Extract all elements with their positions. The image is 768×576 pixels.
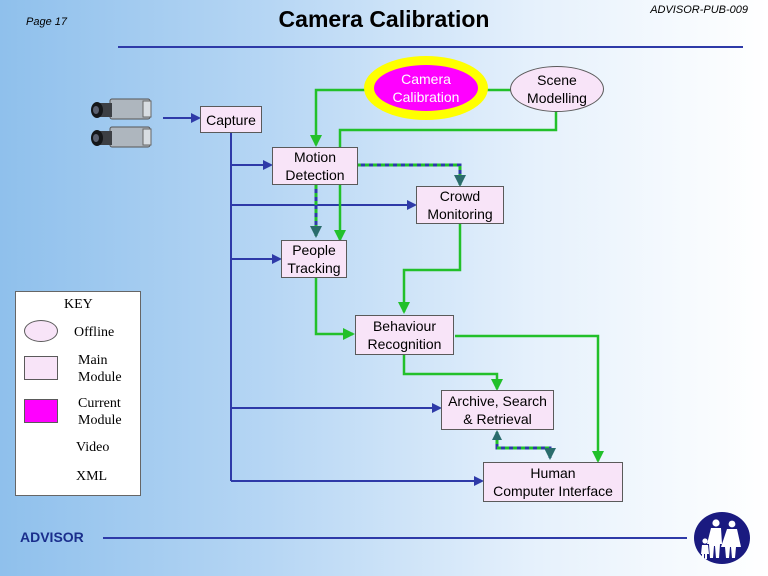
key-current-module-label: Current Module	[78, 396, 122, 428]
crowd-monitoring-node: Crowd Monitoring	[416, 186, 504, 224]
document-reference: ADVISOR-PUB-009	[650, 4, 748, 16]
xml-behaviour-to-archive	[402, 354, 503, 391]
xml-behaviour-to-hci	[455, 334, 604, 463]
footer-advisor-label: ADVISOR	[20, 529, 84, 545]
key-offline-label: Offline	[74, 325, 115, 340]
key-offline-swatch	[24, 320, 58, 342]
key-main-module-label: Main Module	[78, 353, 122, 385]
page-number: Page 17	[26, 16, 67, 28]
archive-search-retrieval-node: Archive, Search & Retrieval	[441, 390, 554, 430]
camera-calibration-node: Camera Calibration	[364, 56, 488, 120]
xml-scene-to-calibration	[334, 110, 558, 242]
slide-title: Camera Calibration	[278, 6, 490, 32]
camera-icon	[91, 98, 152, 148]
key-legend: KEY Offline Main Module Current Module V…	[15, 291, 141, 496]
mixed-archive-hci	[492, 430, 556, 460]
xml-crowd-to-behaviour	[398, 224, 462, 314]
key-xml-label: XML	[76, 469, 108, 484]
key-main-module-swatch	[24, 356, 58, 380]
xml-calibration-to-motion	[310, 88, 370, 147]
scene-modelling-node: Scene Modelling	[510, 66, 604, 112]
human-computer-interface-node: Human Computer Interface	[483, 462, 623, 502]
behaviour-recognition-node: Behaviour Recognition	[355, 315, 454, 355]
mixed-motion-to-crowd	[357, 163, 466, 187]
key-current-module-swatch	[24, 399, 58, 423]
people-tracking-node: People Tracking	[281, 240, 347, 278]
family-logo-icon	[694, 512, 750, 564]
camera-calibration-label: Camera Calibration	[374, 65, 478, 111]
motion-detection-node: Motion Detection	[272, 147, 358, 185]
key-video-label: Video	[76, 440, 110, 455]
xml-people-to-behaviour	[314, 278, 355, 340]
key-title: KEY	[64, 297, 93, 312]
capture-node: Capture	[200, 106, 262, 133]
